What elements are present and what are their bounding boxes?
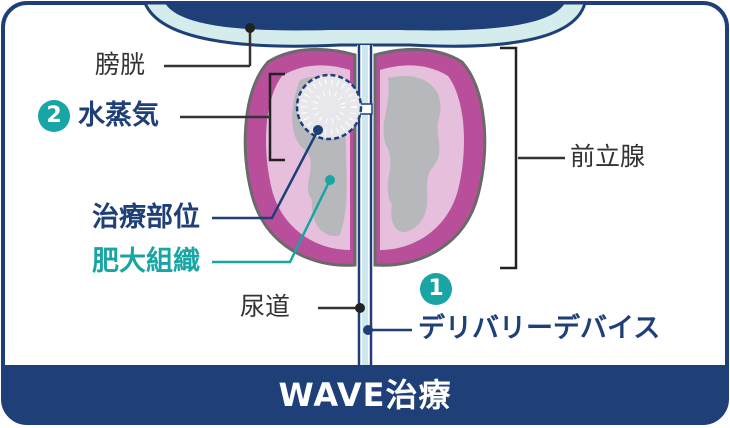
treatment-site-leader bbox=[212, 129, 320, 220]
urethra-leader-dot bbox=[355, 303, 365, 313]
hypertrophic-leader-dot bbox=[325, 175, 335, 185]
bladder-label: 膀胱 bbox=[95, 50, 146, 79]
hypertrophic-tissue-right bbox=[383, 75, 441, 233]
bladder-dark-band bbox=[165, 3, 565, 31]
steam-number-badge: 2 bbox=[38, 100, 70, 132]
steam-dots-inner bbox=[312, 90, 346, 124]
urethra-label: 尿道 bbox=[240, 292, 291, 321]
hypertrophic-leader bbox=[212, 179, 332, 264]
steam-dots bbox=[301, 79, 357, 135]
footer-band bbox=[3, 365, 727, 423]
device-leader-dot bbox=[363, 325, 373, 335]
prostate-label: 前立腺 bbox=[570, 142, 646, 171]
treatment-site-leader-dot bbox=[313, 125, 323, 135]
bladder-leader-dot bbox=[245, 23, 255, 33]
steam-label: 水蒸気 bbox=[78, 100, 159, 131]
steam-treatment-circle bbox=[295, 73, 363, 141]
delivery-device-shaft bbox=[362, 45, 368, 365]
prostate-bracket bbox=[500, 46, 518, 270]
treatment-site-label: 治療部位 bbox=[92, 202, 200, 233]
delivery-device-label: デリバリーデバイス bbox=[418, 313, 661, 344]
footer-title: WAVE治療 bbox=[278, 376, 452, 414]
hypertrophic-tissue-label: 肥大組織 bbox=[92, 246, 200, 277]
device-number-badge: 1 bbox=[420, 273, 452, 305]
